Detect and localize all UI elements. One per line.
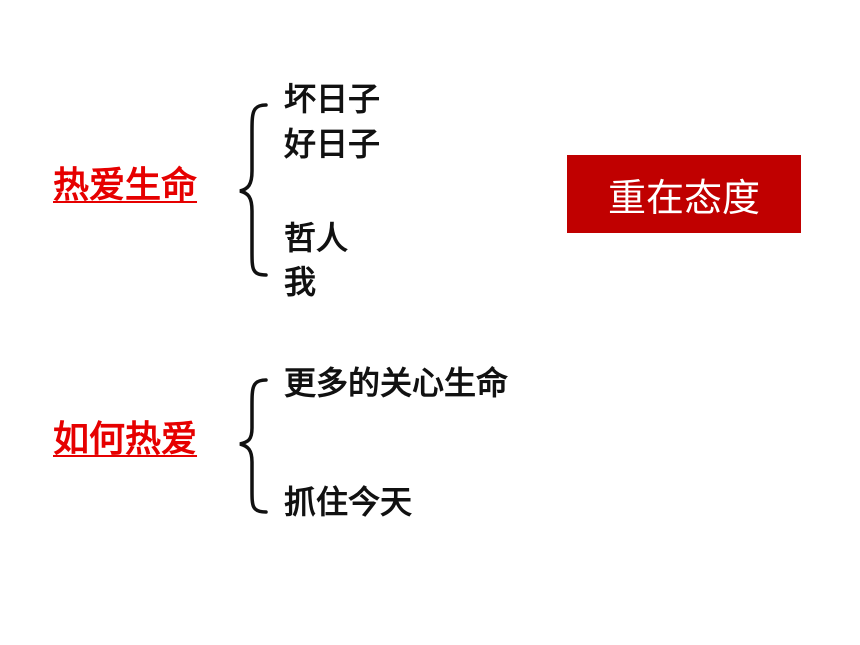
item-philosopher: 哲人 bbox=[284, 219, 349, 257]
item-bad-days: 坏日子 bbox=[284, 80, 381, 118]
left-brace-group2 bbox=[239, 378, 268, 514]
emphasis-badge: 重在态度 bbox=[567, 155, 801, 233]
item-good-days: 好日子 bbox=[284, 125, 381, 163]
topic-how-to-love: 如何热爱 bbox=[53, 419, 198, 460]
item-seize-today: 抓住今天 bbox=[284, 483, 413, 521]
topic-love-life: 热爱生命 bbox=[53, 165, 198, 206]
item-care-more-about-life: 更多的关心生命 bbox=[284, 364, 509, 402]
item-me: 我 bbox=[284, 263, 317, 301]
left-brace-group1 bbox=[239, 103, 268, 277]
